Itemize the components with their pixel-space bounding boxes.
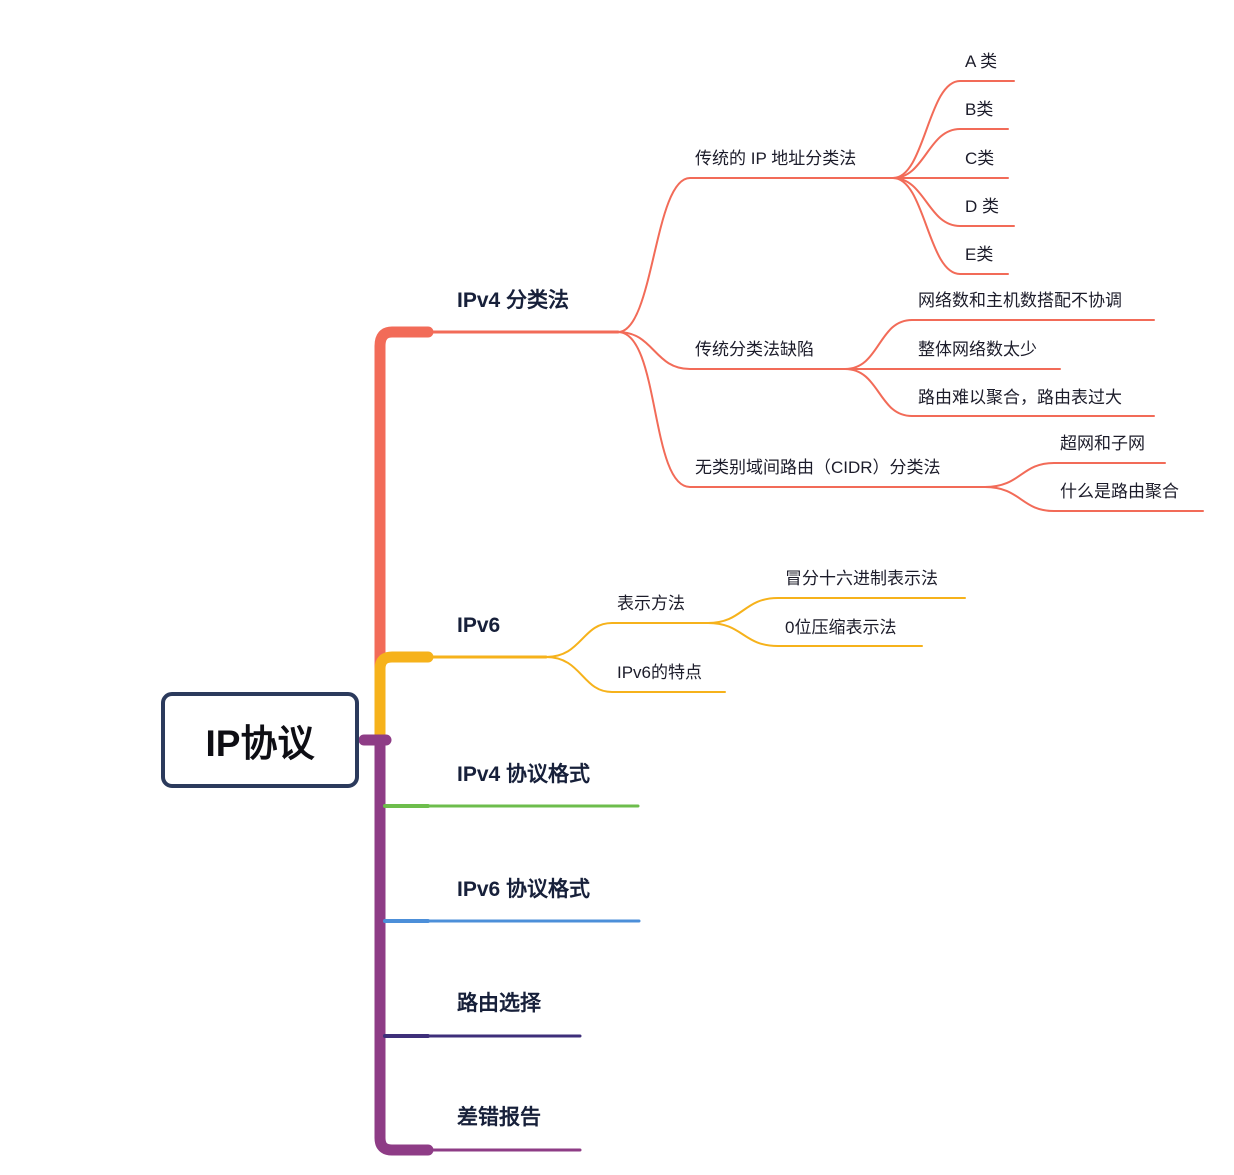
node-class-a[interactable]: A 类 (965, 52, 998, 71)
edge-representation (545, 622, 709, 658)
edge-class-b (892, 128, 1009, 179)
node-features[interactable]: IPv6的特点 (617, 663, 703, 682)
edge-defects (617, 331, 846, 370)
edge-cidr-1 (984, 462, 1166, 488)
edge-defect-3 (844, 368, 1155, 417)
edge-class-e (892, 177, 1009, 275)
node-traditional[interactable]: 传统的 IP 地址分类法 (695, 149, 857, 168)
edge-class-d (892, 177, 1015, 227)
node-cidr[interactable]: 无类别域间路由（CIDR）分类法 (695, 458, 941, 477)
edge-defect-1 (844, 319, 1155, 370)
node-defect-2[interactable]: 整体网络数太少 (918, 340, 1037, 359)
node-defect-3[interactable]: 路由难以聚合，路由表过大 (918, 388, 1122, 407)
branch-ipv6[interactable]: IPv6 (457, 614, 501, 637)
branch-ipv4-classful[interactable]: IPv4 分类法 (457, 289, 570, 312)
root-node[interactable]: IP协议 (161, 692, 359, 788)
node-rep-2[interactable]: 0位压缩表示法 (785, 618, 897, 637)
edge-traditional (617, 177, 894, 333)
branch-ipv6-format[interactable]: IPv6 协议格式 (457, 878, 591, 901)
trunk-ipv4-classful (374, 326, 434, 746)
node-defects[interactable]: 传统分类法缺陷 (695, 340, 814, 359)
edge-rep-2 (707, 622, 923, 647)
edge-rep-1 (707, 597, 966, 624)
root-label: IP协议 (205, 723, 315, 764)
edge-cidr-2 (984, 486, 1204, 512)
node-class-d[interactable]: D 类 (965, 197, 999, 216)
node-class-b[interactable]: B类 (965, 100, 994, 119)
edge-features (545, 656, 726, 693)
node-cidr-2[interactable]: 什么是路由聚合 (1060, 482, 1179, 501)
trunk-lower (374, 734, 434, 1156)
branch-routing[interactable]: 路由选择 (457, 992, 541, 1015)
edge-cidr (617, 331, 986, 488)
node-representation[interactable]: 表示方法 (617, 594, 685, 613)
node-cidr-1[interactable]: 超网和子网 (1060, 434, 1145, 453)
edge-class-a (892, 80, 1015, 179)
trunk-ipv6 (374, 651, 434, 746)
branch-ipv4-format[interactable]: IPv4 协议格式 (457, 763, 591, 786)
node-class-c[interactable]: C类 (965, 149, 995, 168)
node-defect-1[interactable]: 网络数和主机数搭配不协调 (918, 291, 1122, 310)
node-class-e[interactable]: E类 (965, 245, 994, 264)
node-rep-1[interactable]: 冒分十六进制表示法 (785, 569, 938, 588)
branch-error-report[interactable]: 差错报告 (457, 1106, 541, 1129)
